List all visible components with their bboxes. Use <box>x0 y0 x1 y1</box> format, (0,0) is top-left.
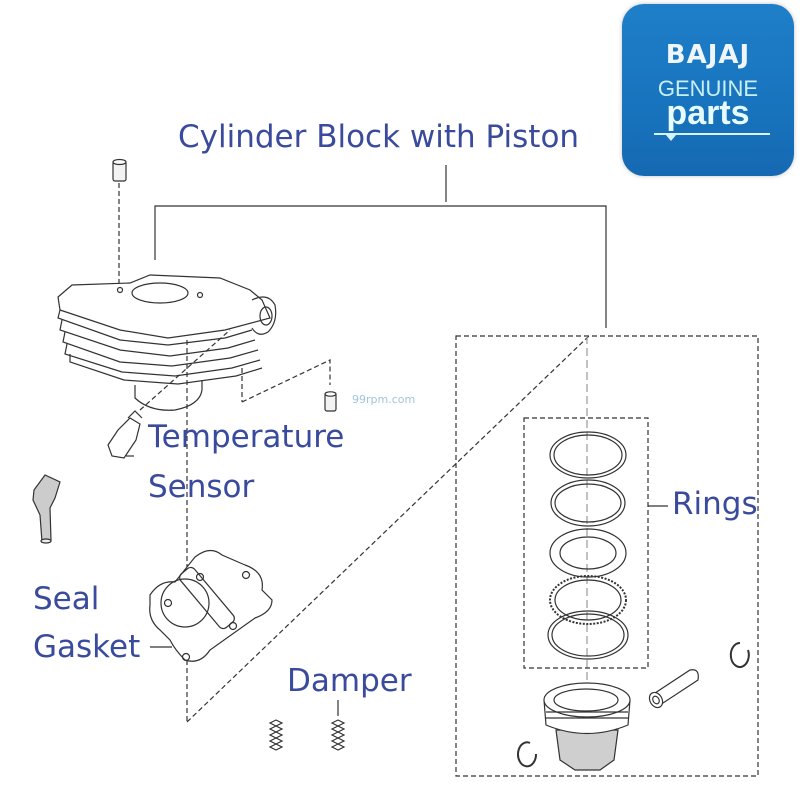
temperature-sensor <box>107 329 231 459</box>
seal-gasket-label-line1: Seal <box>33 581 100 617</box>
bajaj-genuine-parts-logo: BAJAJ GENUINE parts <box>622 4 794 176</box>
temperature-sensor-label-line2: Sensor <box>148 469 255 505</box>
logo-tick-icon <box>666 135 676 141</box>
cylinder-block <box>57 274 331 411</box>
piston-assembly-box <box>455 335 759 777</box>
seal-gasket <box>149 549 273 662</box>
piston-rings <box>547 431 629 660</box>
logo-brand: BAJAJ <box>665 40 751 70</box>
piston-pin <box>648 669 699 709</box>
rings-label: Rings <box>672 486 758 522</box>
logo-genuine: GENUINE <box>657 76 759 101</box>
circlip-left <box>517 741 538 768</box>
damper-right <box>330 700 346 751</box>
title-leader-bracket <box>154 165 607 328</box>
seal-gasket-label-line2: Gasket <box>33 629 141 665</box>
damper-label: Damper <box>287 663 412 699</box>
piston <box>543 682 631 771</box>
rings-box <box>523 417 649 669</box>
assembly-diagonal <box>186 334 591 723</box>
watermark: 99rpm.com <box>352 393 416 406</box>
logo-underline <box>654 133 770 135</box>
dowel-pin-top <box>112 158 127 288</box>
damper-left <box>268 719 284 751</box>
circlip-right <box>729 641 750 668</box>
dowel-pin-right <box>324 391 337 412</box>
temperature-sensor-label-line1: Temperature <box>148 419 345 455</box>
title-label: Cylinder Block with Piston <box>178 119 580 155</box>
intake-elbow <box>32 474 61 544</box>
logo-parts: parts <box>666 94 750 132</box>
